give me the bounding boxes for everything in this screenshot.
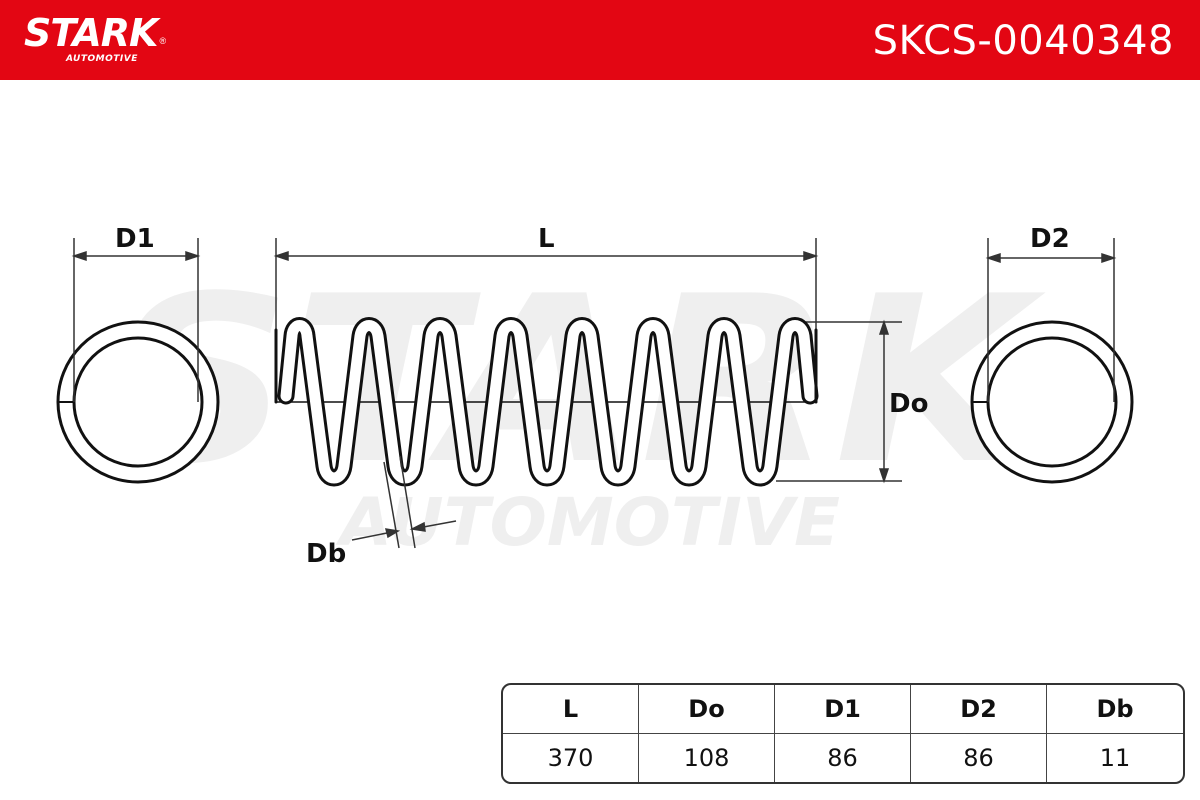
dimension-db [351, 455, 457, 549]
spec-header-d2: D2 [911, 685, 1047, 734]
spec-value-l: 370 [503, 733, 639, 782]
spec-value-do: 108 [639, 733, 775, 782]
end-view-d2 [970, 320, 1134, 484]
spec-header-l: L [503, 685, 639, 734]
end-view-d1 [56, 320, 220, 484]
brand-logo: STARK® AUTOMOTIVE [24, 11, 167, 64]
header-bar: STARK® AUTOMOTIVE SKCS-0040348 [0, 0, 1200, 80]
label-do: Do [889, 389, 928, 419]
label-db: Db [306, 539, 346, 569]
spec-header-d1: D1 [775, 685, 911, 734]
dimension-do [776, 319, 902, 484]
spec-value-db: 11 [1099, 743, 1131, 772]
watermark-main: STARK [110, 248, 1046, 515]
dimension-d2 [985, 238, 1117, 402]
spring-coil-fill [280, 320, 816, 484]
spec-value-d2: 86 [911, 733, 1047, 782]
spring-side-view [274, 317, 819, 487]
brand-registered-mark: ® [159, 36, 167, 46]
spring-technical-drawing: STARK AUTOMOTIVE ® D1 D2 L [56, 224, 1134, 569]
spec-header-db: Db [1047, 685, 1183, 734]
brand-subtitle: AUTOMOTIVE [66, 54, 138, 64]
watermark-sub: AUTOMOTIVE [335, 484, 840, 561]
part-number: SKCS-0040348 [872, 18, 1174, 64]
label-d2: D2 [1030, 224, 1070, 254]
spec-header-do: Do [639, 685, 775, 734]
brand-name: STARK [24, 11, 158, 55]
label-d1: D1 [115, 224, 155, 254]
spec-value-d1: 86 [775, 733, 911, 782]
dimension-d1 [71, 238, 201, 402]
label-l: L [538, 224, 555, 254]
spec-table: L Do D1 D2 Db 370 108 86 86 11 [501, 683, 1185, 784]
watermark: STARK AUTOMOTIVE ® [110, 248, 1101, 561]
